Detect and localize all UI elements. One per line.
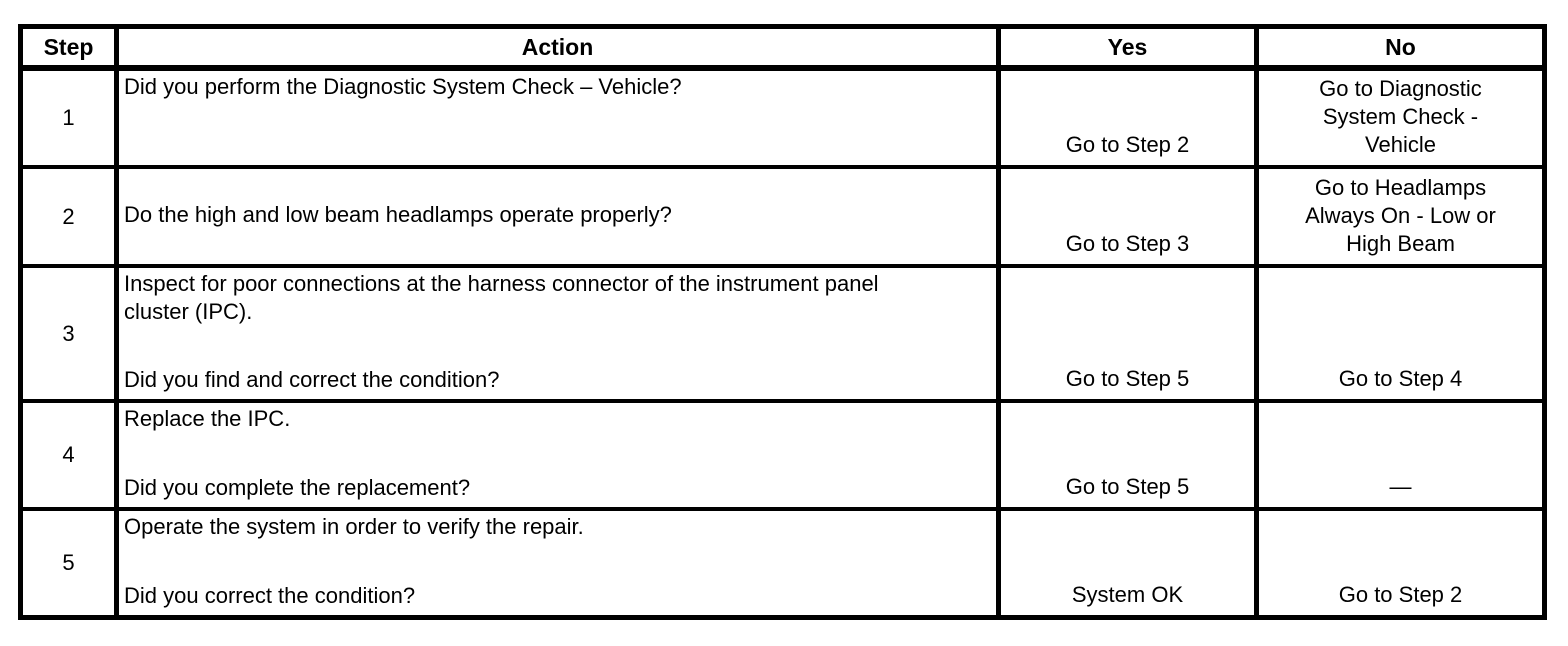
table-header: Step Action Yes No [18,24,1547,71]
action-text: Replace the IPC. [124,406,291,431]
yes-result-cell: Go to Step 3 [996,165,1259,268]
step-number-cell: 3 [18,264,119,403]
header-row: Step Action Yes No [18,24,1547,71]
table-row: 1 Did you perform the Diagnostic System … [18,66,1547,169]
no-result-cell: — [1254,399,1547,511]
table-row: 3 Inspect for poor connections at the ha… [18,264,1547,403]
action-text: Do the high and low beam headlamps opera… [124,202,672,227]
page-canvas: Step Action Yes No 1 Did you perform the… [18,24,1547,620]
action-cell: Operate the system in order to verify th… [114,507,1001,620]
action-text: Did you correct the condition? [124,583,416,608]
no-result-cell: Go to Step 4 [1254,264,1547,403]
no-result-cell: Go to Headlamps Always On - Low or High … [1254,165,1547,268]
action-text: Did you perform the Diagnostic System Ch… [124,74,682,99]
step-number-cell: 2 [18,165,119,268]
action-text: Did you complete the replacement? [124,475,471,500]
column-header-yes: Yes [996,24,1259,71]
yes-result-cell: Go to Step 2 [996,66,1259,169]
column-header-no: No [1254,24,1547,71]
table-row: 4 Replace the IPC. Did you complete the r… [18,399,1547,511]
column-header-step: Step [18,24,119,71]
action-text: Inspect for poor connections at the harn… [124,271,879,324]
action-text-block: Operate the system in order to verify th… [124,513,988,610]
table-row: 5 Operate the system in order to verify … [18,507,1547,620]
step-number-cell: 1 [18,66,119,169]
action-cell: Do the high and low beam headlamps opera… [114,165,1001,268]
diagnostic-table: Step Action Yes No 1 Did you perform the… [18,24,1547,620]
action-text-block: Inspect for poor connections at the harn… [124,270,988,394]
table-row: 2 Do the high and low beam headlamps ope… [18,165,1547,268]
step-number-cell: 5 [18,507,119,620]
action-text: Did you find and correct the condition? [124,367,500,392]
action-text-block: Did you perform the Diagnostic System Ch… [124,73,988,157]
yes-result-cell: System OK [996,507,1259,620]
step-number-cell: 4 [18,399,119,511]
action-text-block: Replace the IPC. Did you complete the rep… [124,405,988,502]
action-text: Operate the system in order to verify th… [124,514,584,539]
action-cell: Did you perform the Diagnostic System Ch… [114,66,1001,169]
no-result-cell: Go to Diagnostic System Check - Vehicle [1254,66,1547,169]
action-text-block: Do the high and low beam headlamps opera… [124,171,988,259]
action-cell: Replace the IPC. Did you complete the rep… [114,399,1001,511]
column-header-action: Action [114,24,1001,71]
table-body: 1 Did you perform the Diagnostic System … [18,66,1547,620]
action-cell: Inspect for poor connections at the harn… [114,264,1001,403]
no-result-cell: Go to Step 2 [1254,507,1547,620]
yes-result-cell: Go to Step 5 [996,264,1259,403]
yes-result-cell: Go to Step 5 [996,399,1259,511]
